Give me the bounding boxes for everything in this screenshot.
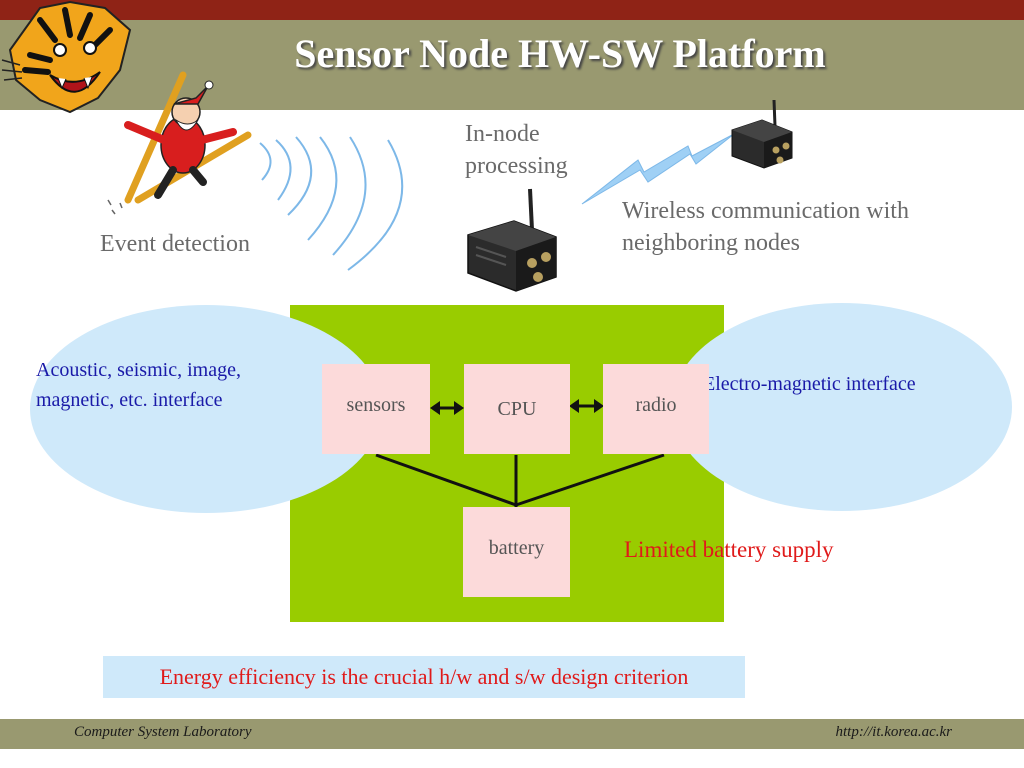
radio-box: radio xyxy=(603,364,709,454)
header-top-bar xyxy=(0,0,1024,20)
radio-interface-label: Electro-magnetic interface xyxy=(703,373,916,395)
in-node-processing-label: In-node processing xyxy=(465,121,568,179)
lightning-link-icon xyxy=(578,130,738,210)
santa-skier-image xyxy=(98,70,258,220)
event-detection-label: Event detection xyxy=(100,231,250,257)
cpu-label: CPU xyxy=(497,397,537,420)
footer-band xyxy=(0,719,1024,749)
energy-efficiency-note: Energy efficiency is the crucial h/w and… xyxy=(103,656,745,698)
sensor-node-device-image xyxy=(462,185,562,295)
footer-url: http://it.korea.ac.kr xyxy=(835,724,953,740)
sensors-box: sensors xyxy=(322,364,430,454)
slide-title: Sensor Node HW-SW Platform xyxy=(294,31,826,76)
radio-interface-ellipse xyxy=(672,303,1012,511)
tiger-logo xyxy=(0,0,150,115)
sensor-node-remote-image xyxy=(728,98,796,170)
radio-label: radio xyxy=(635,393,677,416)
wireless-communication-label: Wireless communication with neighboring … xyxy=(622,198,909,256)
wireless-signal-waves xyxy=(258,135,438,275)
energy-efficiency-text: Energy efficiency is the crucial h/w and… xyxy=(159,664,689,689)
sensors-label: sensors xyxy=(346,393,406,416)
component-connections xyxy=(290,305,724,622)
sensor-interface-label: Acoustic, seismic, image, magnetic, etc.… xyxy=(36,359,241,411)
footer-lab-name: Computer System Laboratory xyxy=(74,724,252,740)
battery-box: battery xyxy=(463,507,570,597)
cpu-box: CPU xyxy=(464,364,570,454)
battery-label: battery xyxy=(488,536,545,559)
battery-note: Limited battery supply xyxy=(624,537,834,562)
